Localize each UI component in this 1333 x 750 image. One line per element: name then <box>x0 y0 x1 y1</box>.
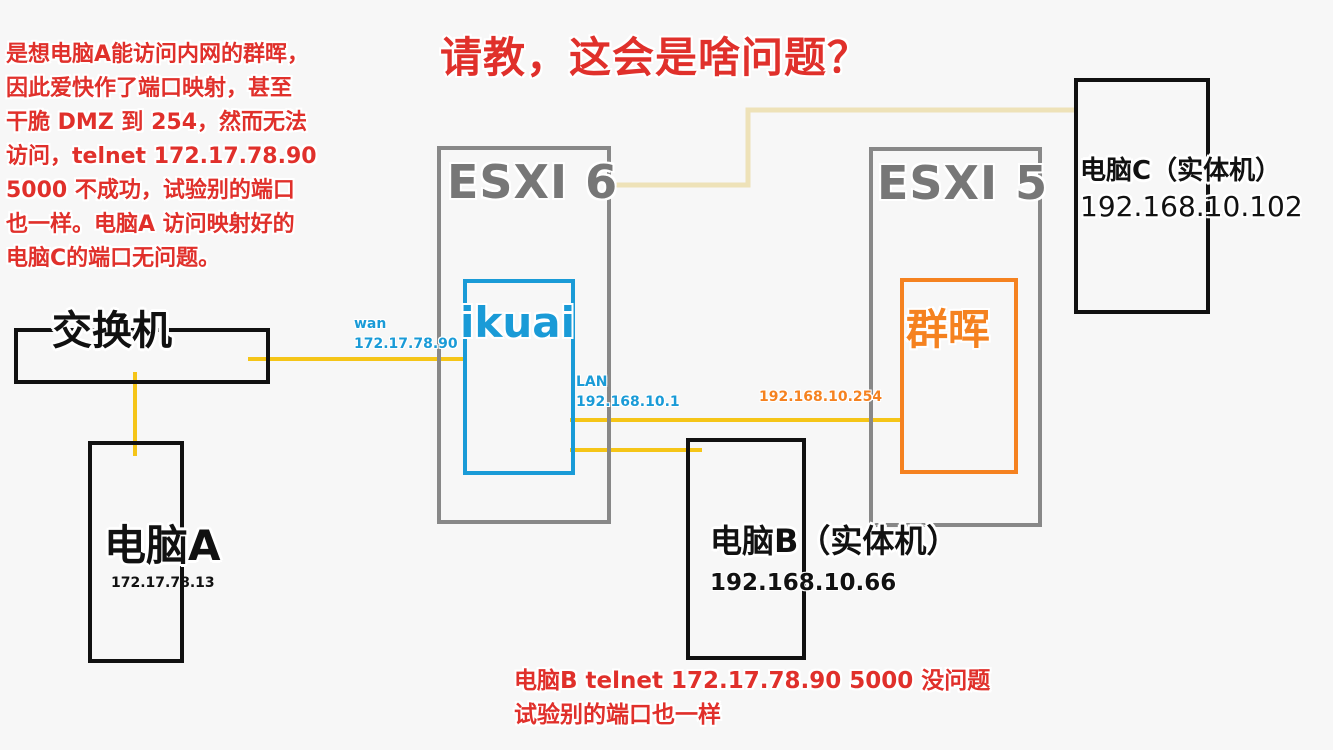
note-top-line: 因此爱快作了端口映射，甚至 <box>6 76 293 101</box>
esxi5-label: ESXI 5 <box>877 156 1049 210</box>
esxi6-box <box>437 146 611 524</box>
pc-b-box <box>686 438 806 660</box>
note-bottom-line: 电脑B telnet 172.17.78.90 5000 没问题 <box>514 668 991 694</box>
wan-label: wan <box>354 316 387 332</box>
note-top-line: 5000 不成功，试验别的端口 <box>6 178 295 203</box>
ikuai-box <box>463 279 575 475</box>
pc-c-ip: 192.168.10.102 <box>1080 190 1303 223</box>
lan-ip: 192.168.10.1 <box>576 394 680 410</box>
switch-box <box>14 328 270 384</box>
note-top-line: 访问，telnet 172.17.78.90 <box>6 144 317 169</box>
note-top-line: 也一样。电脑A 访问映射好的 <box>6 212 295 237</box>
note-top-line: 电脑C的端口无问题。 <box>6 246 221 271</box>
pc-b-label: 电脑B（实体机） <box>710 522 959 560</box>
nas-ip: 192.168.10.254 <box>759 389 883 405</box>
nas-box <box>900 278 1018 474</box>
lan-label: LAN <box>576 374 608 390</box>
pc-c-box <box>1074 78 1210 314</box>
pc-a-ip: 172.17.78.13 <box>111 575 215 591</box>
note-bottom-line: 试验别的端口也一样 <box>514 702 721 728</box>
pc-b-ip: 192.168.10.66 <box>710 570 897 596</box>
pc-a-label: 电脑A <box>104 521 221 570</box>
pc-a-box <box>88 441 184 663</box>
wan-label-group: wan 172.17.78.90 <box>354 314 458 354</box>
note-top: 是想电脑A能访问内网的群晖， 因此爱快作了端口映射，甚至 干脆 DMZ 到 25… <box>6 38 317 276</box>
esxi6-label: ESXI 6 <box>447 155 619 209</box>
ikuai-label: ikuai <box>460 298 575 347</box>
lan-label-group: LAN 192.168.10.1 <box>576 372 680 412</box>
note-top-line: 干脆 DMZ 到 254，然而无法 <box>6 110 308 135</box>
note-top-line: 是想电脑A能访问内网的群晖， <box>6 42 310 67</box>
note-bottom: 电脑B telnet 172.17.78.90 5000 没问题 试验别的端口也… <box>514 664 990 732</box>
esxi5-box <box>869 147 1042 527</box>
pc-c-label: 电脑C（实体机） <box>1080 156 1282 186</box>
switch-label: 交换机 <box>52 308 172 354</box>
wire-esxi6-to-pc-c <box>608 107 1077 188</box>
page-title: 请教，这会是啥问题？ <box>440 33 871 82</box>
wan-ip: 172.17.78.90 <box>354 336 458 352</box>
nas-label: 群晖 <box>906 305 991 354</box>
